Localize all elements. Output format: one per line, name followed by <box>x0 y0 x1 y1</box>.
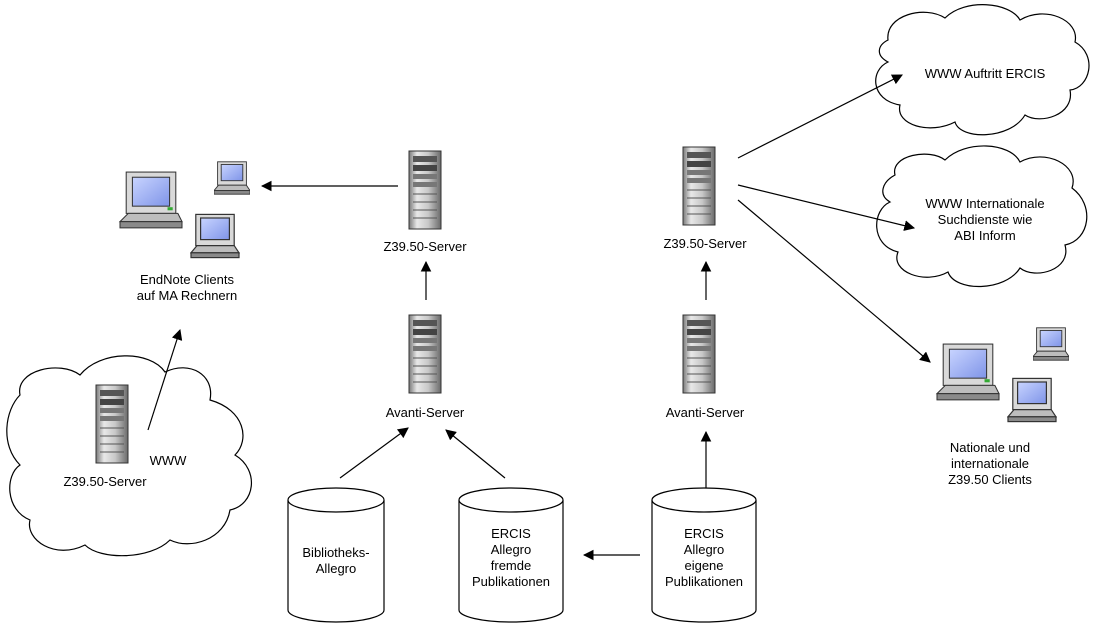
db-eigene-label-line1: ERCIS <box>684 526 724 541</box>
national-clients-label: Nationale und internationale Z39.50 Clie… <box>920 440 1060 488</box>
national-clients-label-line2: internationale <box>950 456 1030 471</box>
client-computer-small-icon <box>214 161 250 195</box>
endnote-clients-label-line1: EndNote Clients <box>140 272 234 287</box>
z3950-server-middle-label: Z39.50-Server <box>383 239 467 254</box>
arrow-fremde-to-avanti <box>445 429 506 479</box>
z3950-server-right-label: Z39.50-Server <box>663 236 747 251</box>
cloud-international-label: WWW Internationale Suchdienste wie ABI I… <box>900 196 1070 244</box>
db-fremde-label-line3: fremde <box>490 558 532 573</box>
arrow-bibliotheks-to-avanti <box>339 427 409 479</box>
db-eigene-label: ERCIS Allegro eigene Publikationen <box>648 526 760 590</box>
z3950-server-left-icon <box>95 384 129 464</box>
z3950-server-right-icon <box>682 146 716 226</box>
cloud-ercis-label-line1: WWW Auftritt ERCIS <box>924 66 1046 81</box>
db-fremde-label: ERCIS Allegro fremde Publikationen <box>455 526 567 590</box>
www-international-cloud <box>876 145 1088 288</box>
z3950-server-middle-icon <box>408 150 442 230</box>
db-fremde-label-line4: Publikationen <box>471 574 551 589</box>
cloud-international-label-line2: Suchdienste wie <box>937 212 1033 227</box>
arrow-z3950-to-ercis-cloud <box>737 74 903 159</box>
db-bibliotheks-label: Bibliotheks- Allegro <box>288 545 384 577</box>
db-fremde-label-line1: ERCIS <box>491 526 531 541</box>
arrow-z3950-to-international-cloud <box>737 184 916 231</box>
cloud-international-label-line3: ABI Inform <box>954 228 1016 243</box>
db-eigene-label-line4: Publikationen <box>664 574 744 589</box>
web-z3950-server-label: Z39.50-Server <box>63 474 147 489</box>
client-computer-medium-icon <box>190 213 240 259</box>
db-bibliotheks-label-line1: Bibliotheks- <box>302 545 370 560</box>
endnote-clients-label: EndNote Clients auf MA Rechnern <box>102 272 272 304</box>
client-computer-medium-icon <box>1007 377 1057 423</box>
db-bibliotheks-label-line2: Allegro <box>315 561 357 576</box>
avanti-server-middle-icon <box>408 314 442 394</box>
db-bibliotheks-cylinder <box>287 487 385 623</box>
client-computer-small-icon <box>1033 327 1069 361</box>
national-clients-label-line1: Nationale und <box>949 440 1031 455</box>
avanti-server-right-label: Avanti-Server <box>665 405 745 420</box>
db-eigene-label-line3: eigene <box>684 558 724 573</box>
arrow-web-server-to-clients <box>147 328 183 431</box>
cloud-international-label-line1: WWW Internationale <box>925 196 1045 211</box>
db-eigene-label-line2: Allegro <box>683 542 725 557</box>
db-eigene-cylinder <box>651 487 757 623</box>
db-fremde-cylinder <box>458 487 564 623</box>
www-ercis-cloud <box>875 4 1090 136</box>
avanti-server-right-icon <box>682 314 716 394</box>
avanti-server-middle-label: Avanti-Server <box>385 405 465 420</box>
db-fremde-label-line2: Allegro <box>490 542 532 557</box>
cloud-ercis-label: WWW Auftritt ERCIS <box>900 66 1070 82</box>
national-clients-label-line3: Z39.50 Clients <box>948 472 1032 487</box>
endnote-clients-label-line2: auf MA Rechnern <box>136 288 238 303</box>
www-network-cloud <box>6 355 252 557</box>
www-network-label: WWW <box>149 453 187 468</box>
client-computer-large-icon <box>936 343 1000 401</box>
arrow-z3950-to-national-clients <box>737 199 931 363</box>
client-computer-large-icon <box>119 171 183 229</box>
